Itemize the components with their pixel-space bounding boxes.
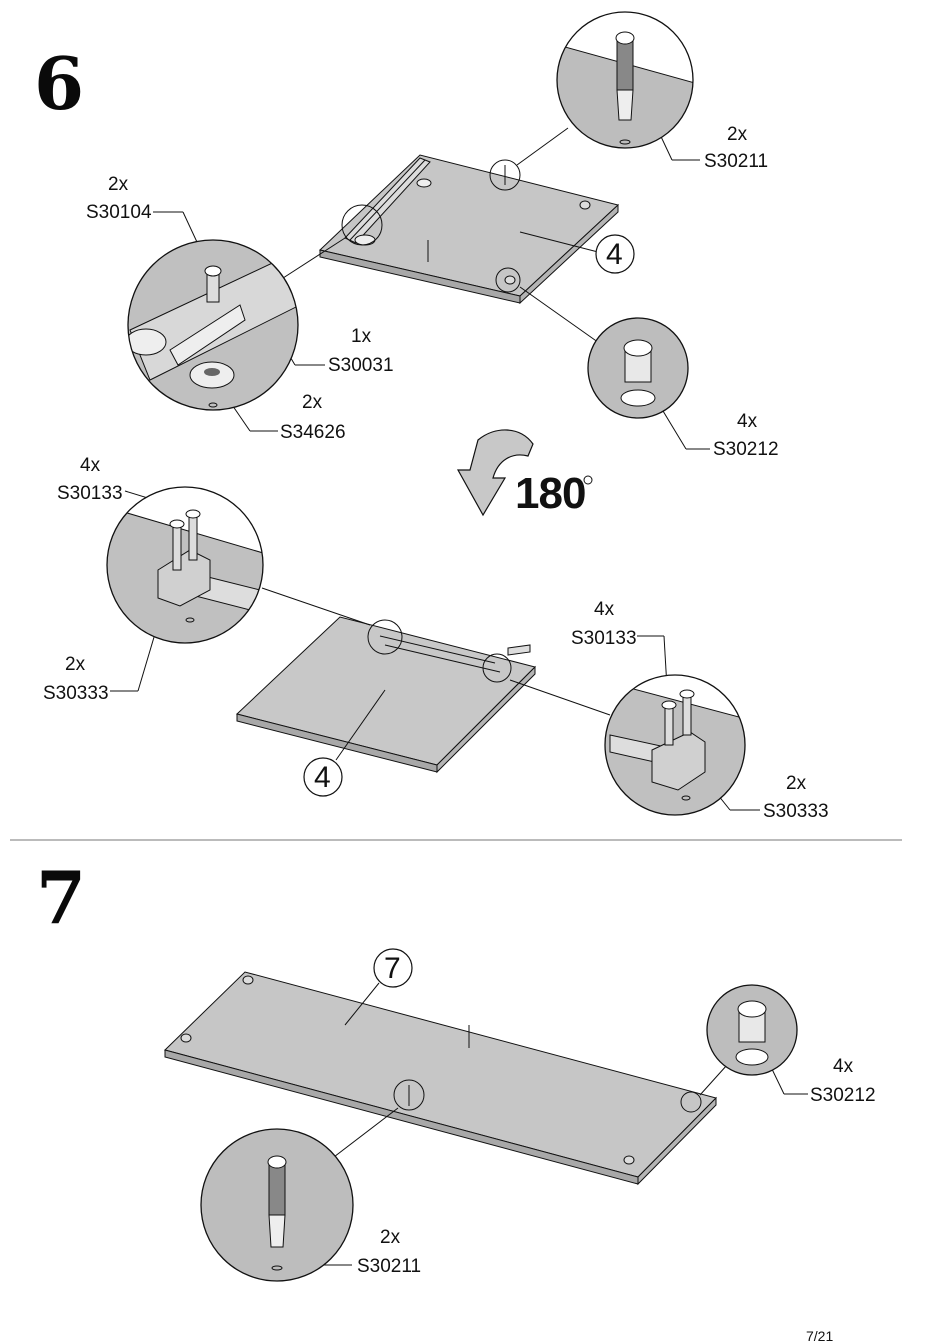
qty-label: 2x — [65, 654, 86, 675]
part-code-label: S30133 — [57, 483, 123, 504]
rotation-label: 180 — [515, 469, 586, 518]
detail-cam-step6 — [587, 317, 689, 419]
part-code-label: S30333 — [43, 683, 109, 704]
part-code-label: S30212 — [713, 439, 779, 460]
part-code-label: S30133 — [571, 628, 637, 649]
part-code-label: S30104 — [86, 202, 152, 223]
part-number-circle — [595, 234, 635, 274]
part-code-label: S30211 — [357, 1256, 422, 1277]
qty-label: 2x — [727, 124, 748, 145]
detail-rail — [127, 239, 299, 411]
part-code-label: S30333 — [763, 801, 829, 822]
detail-dowel-top — [556, 11, 694, 149]
part-code-label: S30212 — [810, 1085, 876, 1106]
step6-panel-top — [318, 154, 620, 305]
qty-label: 2x — [380, 1227, 401, 1248]
part-code-label: S30211 — [704, 151, 769, 172]
part-number-circle — [303, 757, 343, 797]
qty-label: 2x — [786, 773, 807, 794]
step-number: 6 — [34, 41, 85, 126]
step6-panel-bottom — [235, 616, 536, 774]
qty-label: 4x — [80, 455, 101, 476]
panel-label: 7 — [384, 952, 401, 985]
part-code-label: S34626 — [280, 422, 346, 443]
panel-label: 4 — [606, 238, 623, 271]
rotate-180-arrow — [456, 429, 593, 517]
qty-label: 4x — [833, 1056, 854, 1077]
detail-hinge-left — [106, 486, 264, 644]
detail-hinge-right — [604, 674, 746, 816]
part-code-label: S30031 — [328, 355, 394, 376]
qty-label: 1x — [351, 326, 372, 347]
part-number-circle — [373, 948, 413, 988]
panel-label: 4 — [314, 761, 331, 794]
qty-label: 4x — [594, 599, 615, 620]
page-number: 7/21 — [806, 1328, 834, 1344]
step-number: 7 — [36, 855, 87, 940]
detail-dowel-step7 — [200, 1128, 354, 1282]
qty-label: 2x — [108, 174, 129, 195]
detail-cam-step7 — [706, 984, 798, 1076]
step7-panel — [164, 971, 717, 1186]
qty-label: 4x — [737, 411, 758, 432]
qty-label: 2x — [302, 392, 323, 413]
